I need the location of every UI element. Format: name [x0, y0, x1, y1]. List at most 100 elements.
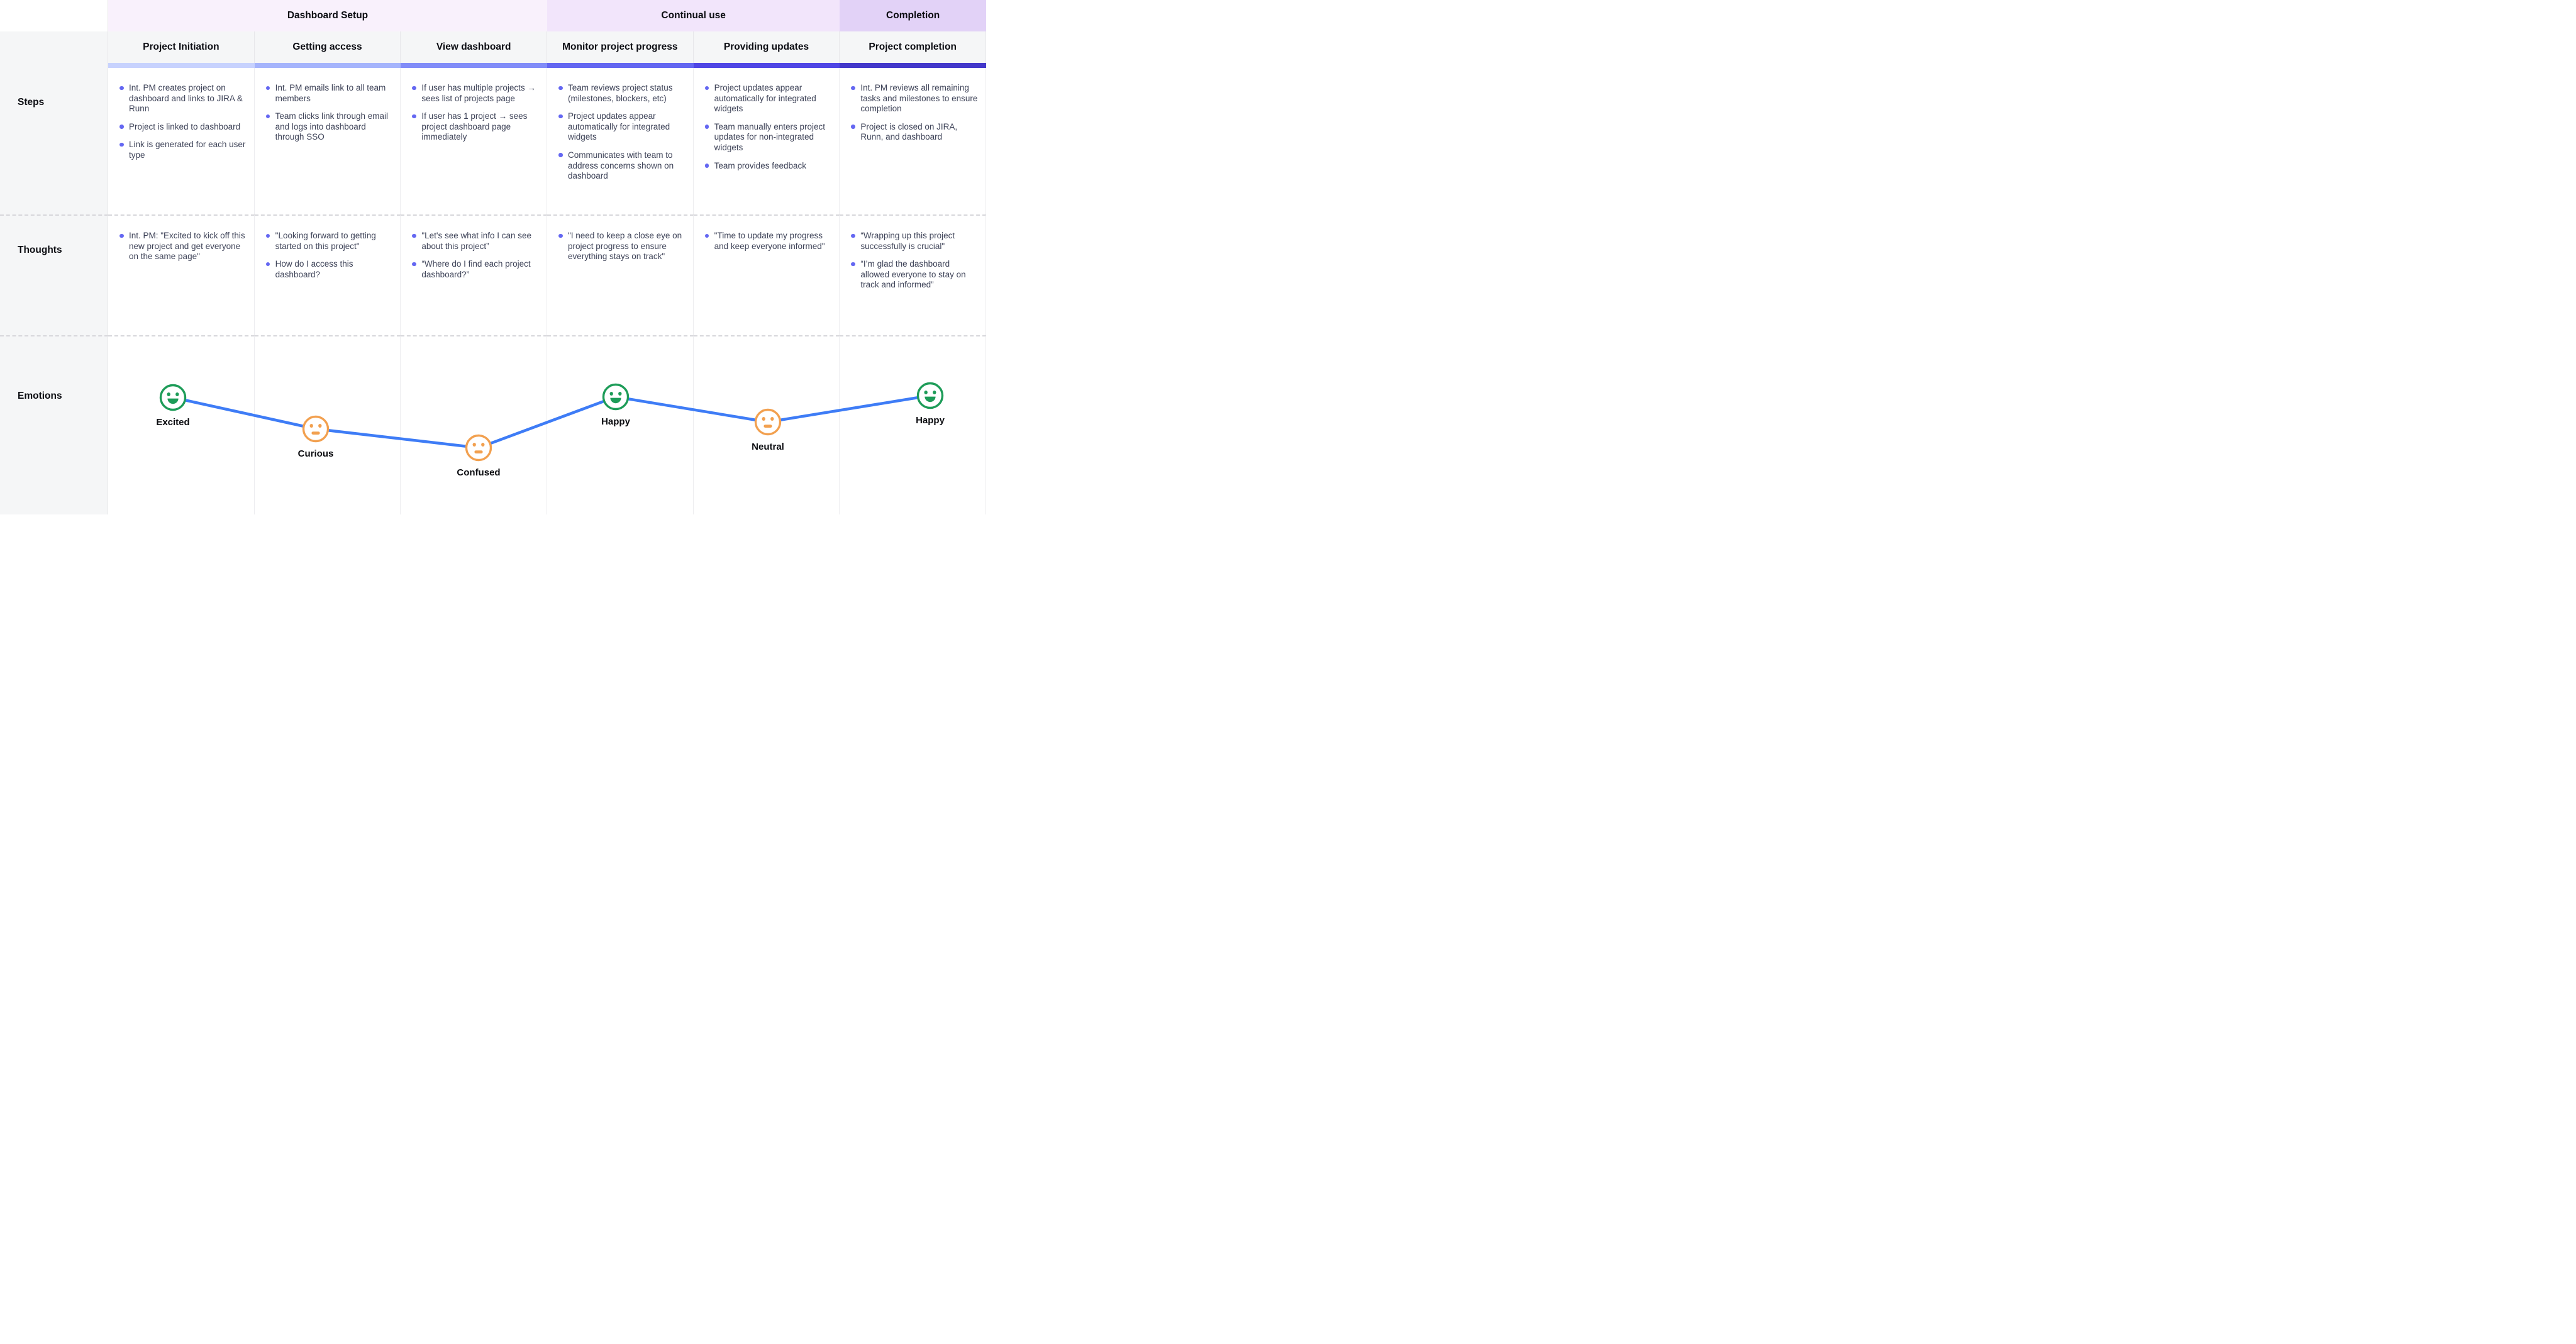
step-item: Project updates appear automatically for…	[558, 111, 686, 143]
steps-list: Team reviews project status (milestones,…	[558, 83, 686, 182]
step-text: Team manually enters project updates for…	[714, 121, 825, 152]
steps-cell-project-completion: Int. PM reviews all remaining tasks and …	[840, 68, 986, 214]
step-text: Communicates with team to address concer…	[568, 150, 674, 181]
emotion-cell-providing-updates	[693, 335, 840, 514]
phase-header-continual-use: Continual use	[547, 0, 840, 31]
step-text: Project is linked to dashboard	[129, 121, 241, 131]
thoughts-cell-view-dashboard: "Let's see what info I can see about thi…	[401, 214, 547, 335]
step-item: Project is linked to dashboard	[119, 122, 247, 133]
stage-color-bar	[108, 63, 255, 68]
step-item: Team provides feedback	[704, 161, 832, 172]
thought-text: “Wrapping up this project successfully i…	[860, 231, 955, 251]
steps-list: Project updates appear automatically for…	[704, 83, 832, 172]
thought-item: Int. PM: "Excited to kick off this new p…	[119, 231, 247, 262]
steps-list: If user has multiple projects → sees lis…	[412, 83, 539, 143]
thought-item: "Time to update my progress and keep eve…	[704, 231, 832, 252]
thought-text: "Time to update my progress and keep eve…	[714, 231, 825, 251]
steps-cell-monitor-project-progress: Team reviews project status (milestones,…	[547, 68, 694, 214]
emotion-cell-getting-access	[254, 335, 401, 514]
thought-text: "I need to keep a close eye on project p…	[568, 231, 682, 262]
thoughts-list: "I need to keep a close eye on project p…	[558, 231, 686, 262]
stage-header-project-completion: Project completion	[840, 31, 986, 63]
stage-title: Project completion	[869, 42, 957, 53]
stage-color-bar	[840, 63, 986, 68]
emotion-cell-monitor-project-progress	[547, 335, 694, 514]
step-item: Link is generated for each user type	[119, 140, 247, 160]
thoughts-cell-project-initiation: Int. PM: "Excited to kick off this new p…	[108, 214, 255, 335]
row-label-steps: Steps	[0, 68, 108, 214]
thought-text: “Where do I find each project dashboard?…	[421, 259, 531, 279]
thought-item: "I need to keep a close eye on project p…	[558, 231, 686, 262]
phase-label: Continual use	[661, 10, 726, 21]
step-text: Project is closed on JIRA, Runn, and das…	[860, 121, 958, 142]
thought-text: Int. PM: "Excited to kick off this new p…	[129, 231, 245, 262]
step-item: If user has 1 project → sees project das…	[412, 111, 539, 143]
step-item: Team clicks link through email and logs …	[265, 111, 393, 143]
phase-header-dashboard-setup: Dashboard Setup	[108, 0, 547, 31]
stage-title: Getting access	[292, 42, 362, 53]
phase-label: Dashboard Setup	[287, 10, 369, 21]
thoughts-cell-monitor-project-progress: "I need to keep a close eye on project p…	[547, 214, 694, 335]
row-label: Steps	[18, 97, 45, 108]
thought-text: “I’m glad the dashboard allowed everyone…	[860, 259, 966, 290]
steps-cell-providing-updates: Project updates appear automatically for…	[693, 68, 840, 214]
emotion-cell-project-initiation	[108, 335, 255, 514]
row-label: Emotions	[18, 391, 62, 401]
step-text: Int. PM emails link to all team members	[275, 83, 386, 103]
step-text: Int. PM creates project on dashboard and…	[129, 83, 243, 114]
thoughts-list: "Let's see what info I can see about thi…	[412, 231, 539, 280]
thoughts-cell-getting-access: "Looking forward to getting started on t…	[254, 214, 401, 335]
steps-cell-project-initiation: Int. PM creates project on dashboard and…	[108, 68, 255, 214]
thoughts-cell-project-completion: “Wrapping up this project successfully i…	[840, 214, 986, 335]
steps-list: Int. PM reviews all remaining tasks and …	[851, 83, 978, 143]
step-text: Project updates appear automatically for…	[568, 111, 670, 142]
steps-cell-view-dashboard: If user has multiple projects → sees lis…	[401, 68, 547, 214]
stage-header-providing-updates: Providing updates	[693, 31, 840, 63]
stage-header-view-dashboard: View dashboard	[401, 31, 547, 63]
stage-color-bar	[693, 63, 840, 68]
thought-item: “Where do I find each project dashboard?…	[412, 259, 539, 280]
thought-text: "Let's see what info I can see about thi…	[421, 231, 532, 251]
step-text: Link is generated for each user type	[129, 140, 246, 160]
step-item: Communicates with team to address concer…	[558, 150, 686, 182]
thought-item: “Wrapping up this project successfully i…	[851, 231, 978, 252]
step-text: Team clicks link through email and logs …	[275, 111, 388, 142]
step-text: Team reviews project status (milestones,…	[568, 83, 673, 103]
phase-label: Completion	[886, 10, 940, 21]
stage-color-bar	[547, 63, 694, 68]
row-label-thoughts: Thoughts	[0, 214, 108, 335]
step-text: If user has 1 project → sees project das…	[421, 111, 528, 142]
bar-row-spacer	[0, 63, 108, 68]
step-item: Team manually enters project updates for…	[704, 121, 832, 153]
phase-header-completion: Completion	[840, 0, 986, 31]
emotion-cell-view-dashboard	[401, 335, 547, 514]
stage-title: Providing updates	[723, 42, 809, 53]
thought-item: How do I access this dashboard?	[265, 259, 393, 280]
step-item: Project updates appear automatically for…	[704, 83, 832, 114]
thought-text: How do I access this dashboard?	[275, 259, 353, 279]
stage-header-getting-access: Getting access	[254, 31, 401, 63]
step-item: Int. PM emails link to all team members	[265, 83, 393, 104]
thought-item: "Looking forward to getting started on t…	[265, 231, 393, 252]
step-text: Project updates appear automatically for…	[714, 83, 816, 114]
stage-color-bar	[254, 63, 401, 68]
step-text: Int. PM reviews all remaining tasks and …	[860, 83, 978, 114]
step-item: Team reviews project status (milestones,…	[558, 83, 686, 104]
stage-title: Monitor project progress	[562, 42, 678, 53]
thought-item: “I’m glad the dashboard allowed everyone…	[851, 259, 978, 291]
emotion-cell-project-completion	[840, 335, 986, 514]
step-item: Int. PM reviews all remaining tasks and …	[851, 83, 978, 114]
thought-text: "Looking forward to getting started on t…	[275, 231, 376, 251]
steps-list: Int. PM creates project on dashboard and…	[119, 83, 247, 161]
thoughts-list: "Looking forward to getting started on t…	[265, 231, 393, 280]
step-item: Int. PM creates project on dashboard and…	[119, 83, 247, 114]
step-item: If user has multiple projects → sees lis…	[412, 83, 539, 104]
stage-header-monitor-project-progress: Monitor project progress	[547, 31, 694, 63]
stage-header-spacer	[0, 31, 108, 63]
thoughts-list: “Wrapping up this project successfully i…	[851, 231, 978, 291]
thoughts-list: Int. PM: "Excited to kick off this new p…	[119, 231, 247, 262]
stage-title: Project Initiation	[143, 42, 219, 53]
